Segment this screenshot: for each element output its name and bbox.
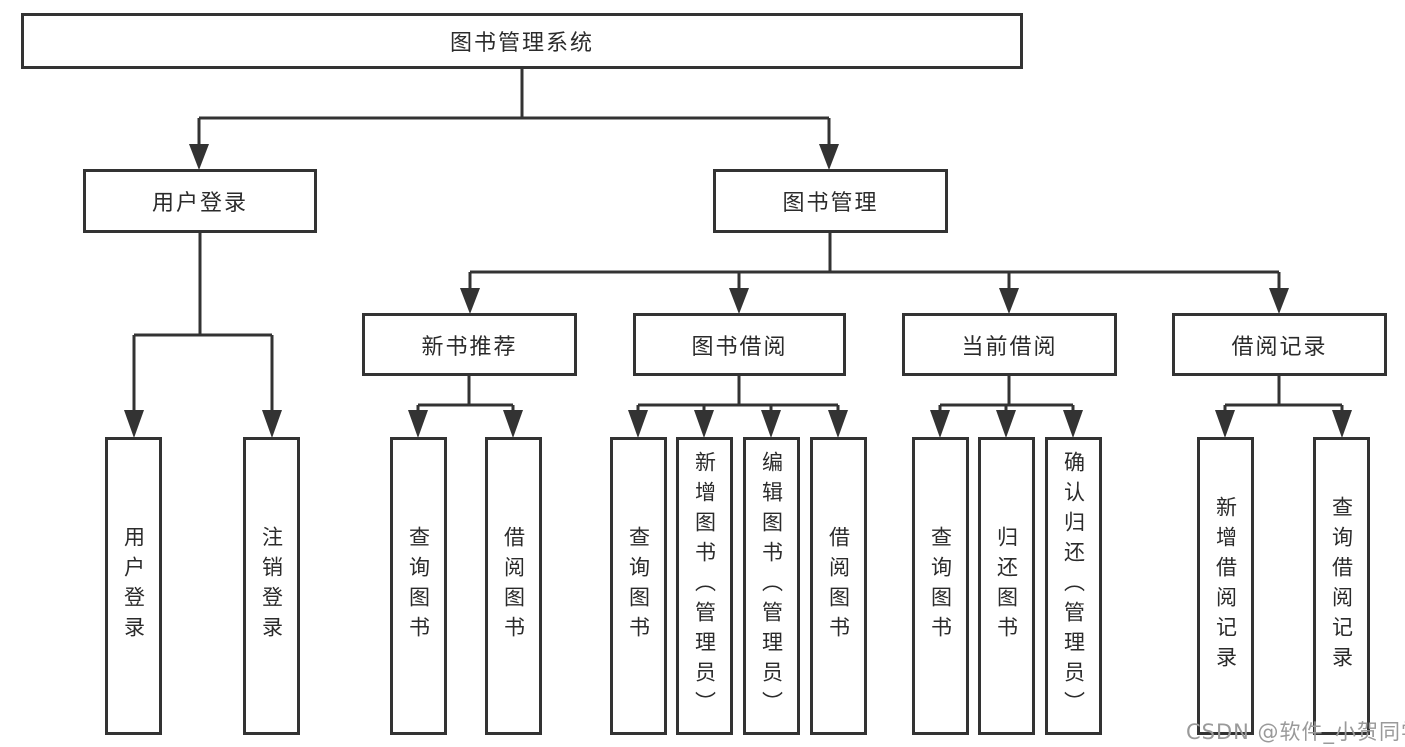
leaf-confirm-return-admin-label: 确认归还（管理员） xyxy=(1061,451,1086,721)
leaf-query-book-current-label: 查询图书 xyxy=(928,526,953,646)
node-new-book-recommend-label: 新书推荐 xyxy=(421,334,518,360)
leaf-return-book-label: 归还图书 xyxy=(994,526,1019,646)
leaf-query-book-newrec-label: 查询图书 xyxy=(406,526,431,646)
leaf-user-login: 用户登录 xyxy=(105,437,162,735)
leaf-query-borrow-record: 查询借阅记录 xyxy=(1313,437,1370,735)
leaf-borrow-book-newrec-label: 借阅图书 xyxy=(501,526,526,646)
leaf-logout-label: 注销登录 xyxy=(259,526,284,646)
node-user-login: 用户登录 xyxy=(83,169,317,233)
leaf-edit-book-admin: 编辑图书（管理员） xyxy=(743,437,800,735)
leaf-query-book-newrec: 查询图书 xyxy=(390,437,447,735)
node-root: 图书管理系统 xyxy=(21,13,1023,69)
node-borrow-record-label: 借阅记录 xyxy=(1231,334,1328,360)
leaf-add-book-admin-label: 新增图书（管理员） xyxy=(692,451,717,721)
node-book-borrow: 图书借阅 xyxy=(633,313,846,376)
leaf-confirm-return-admin: 确认归还（管理员） xyxy=(1045,437,1102,735)
node-book-management-label: 图书管理 xyxy=(782,191,879,216)
leaf-query-book-borrow-label: 查询图书 xyxy=(626,526,651,646)
node-new-book-recommend: 新书推荐 xyxy=(362,313,577,376)
leaf-logout: 注销登录 xyxy=(243,437,300,735)
leaf-borrow-book-label: 借阅图书 xyxy=(826,526,851,646)
leaf-add-book-admin: 新增图书（管理员） xyxy=(676,437,733,735)
leaf-borrow-book-newrec: 借阅图书 xyxy=(485,437,542,735)
leaf-edit-book-admin-label: 编辑图书（管理员） xyxy=(759,451,784,721)
leaf-add-borrow-record: 新增借阅记录 xyxy=(1197,437,1254,735)
node-user-login-label: 用户登录 xyxy=(151,191,248,216)
node-borrow-record: 借阅记录 xyxy=(1172,313,1387,376)
csdn-watermark: CSDN @软件_小贺同学 xyxy=(1186,720,1405,744)
node-root-label: 图书管理系统 xyxy=(449,31,594,56)
leaf-query-book-current: 查询图书 xyxy=(912,437,969,735)
node-book-management: 图书管理 xyxy=(713,169,948,233)
leaf-user-login-label: 用户登录 xyxy=(121,526,146,646)
leaf-return-book: 归还图书 xyxy=(978,437,1035,735)
leaf-borrow-book: 借阅图书 xyxy=(810,437,867,735)
leaf-add-borrow-record-label: 新增借阅记录 xyxy=(1213,496,1238,676)
node-current-borrow-label: 当前借阅 xyxy=(961,334,1058,360)
leaf-query-book-borrow: 查询图书 xyxy=(610,437,667,735)
leaf-query-borrow-record-label: 查询借阅记录 xyxy=(1329,496,1354,676)
node-current-borrow: 当前借阅 xyxy=(902,313,1117,376)
arrowheads xyxy=(124,144,1352,438)
node-book-borrow-label: 图书借阅 xyxy=(691,334,788,360)
